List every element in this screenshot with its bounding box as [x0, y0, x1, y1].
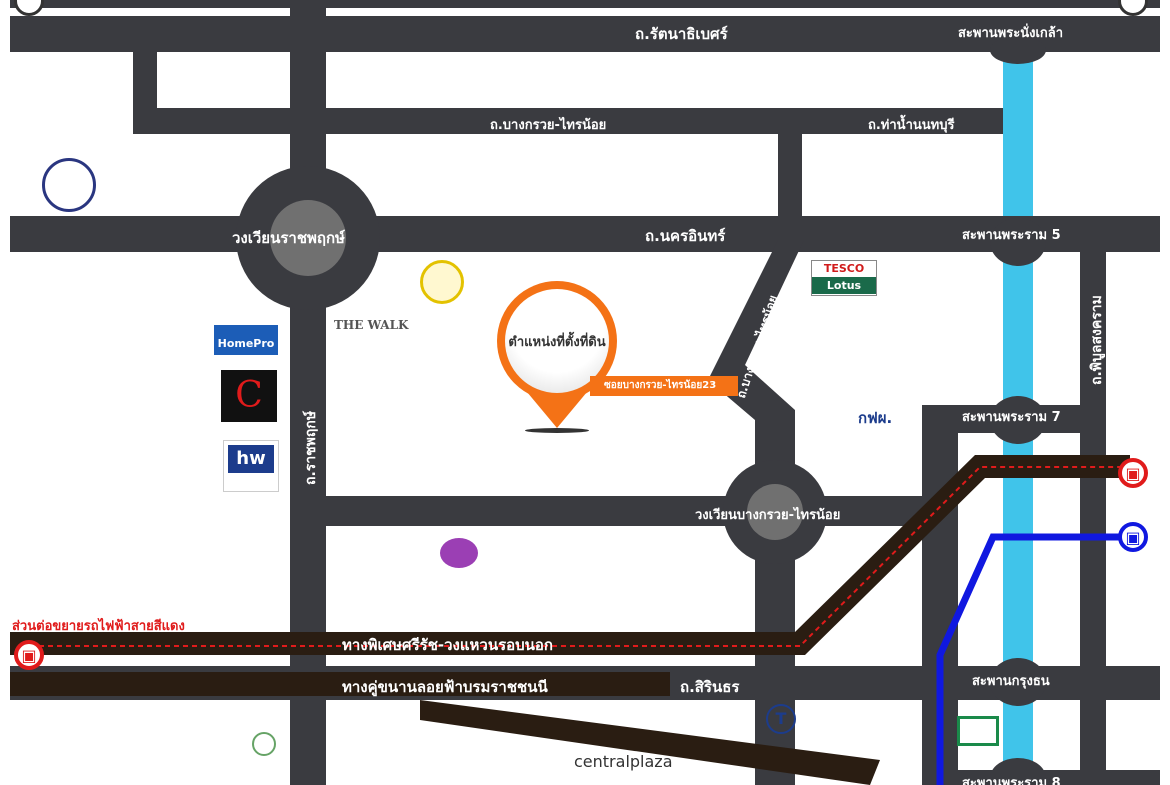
homepro-logo: HomePro: [214, 325, 278, 355]
label-ratchaphruek: ถ.ราชพฤกษ์: [303, 410, 319, 485]
expressway-outer-ring: [10, 455, 1130, 655]
road-bangkruai-sainoi-diagonal: [708, 240, 804, 480]
label-nakhon-in: ถ.นครอินทร์: [645, 227, 726, 245]
parallel-elevated-road: [10, 672, 670, 696]
tesco-lotus-logo: TESCO Lotus: [811, 260, 877, 296]
blue-line: [936, 533, 1125, 785]
pin-tip: [527, 392, 587, 428]
label-phibun-songkhram: ถ.พิบูลสงคราม: [1089, 295, 1105, 385]
hw-logo: hw: [223, 440, 279, 492]
station-logo: [957, 716, 999, 746]
soi-label: ซอยบางกรวย-ไทรน้อย23: [590, 376, 738, 396]
red-line-train-icon-left: ▣: [14, 640, 44, 670]
kindergarten-logo: [42, 158, 96, 212]
school-logo: [420, 260, 464, 304]
label-bridge-rama5: สะพานพระราม 5: [962, 228, 1061, 243]
pin-label: ตำแหน่งที่ตั้งที่ดิน: [508, 334, 606, 350]
pin-shadow: [525, 428, 589, 433]
label-bridge-rama7: สะพานพระราม 7: [962, 410, 1061, 425]
road-bangkruai-sainoi-upper: [133, 108, 1003, 134]
central-plaza-logo: centralplaza: [574, 752, 673, 771]
label-bangkruai-sainoi: ถ.บางกรวย-ไทรน้อย: [490, 118, 607, 133]
label-bridge-rama8: สะพานพระราม 8: [962, 776, 1061, 785]
t-logo: T: [766, 704, 796, 734]
bangkok-hospital-logo: [960, 505, 998, 519]
road-rattanathibet: [10, 16, 1160, 52]
label-sirindhorn: ถ.สิรินธร: [680, 678, 740, 696]
hospital-logo: [440, 538, 478, 568]
label-bridge-krung-thon: สะพานกรุงธน: [972, 674, 1050, 689]
label-bridge-phra-nang-klao: สะพานพระนั่งเกล้า: [958, 26, 1064, 41]
road-nakhon-in: [10, 216, 1160, 252]
egat-logo: กฟผ.: [858, 409, 893, 427]
red-line-label: ส่วนต่อขยายรถไฟฟ้าสายสีแดง: [12, 619, 185, 634]
c-logo: C: [221, 370, 277, 422]
label-bangkruai-circle: วงเวียนบางกรวย-ไทรน้อย: [695, 508, 841, 523]
red-line-train-icon: ▣: [1118, 458, 1148, 488]
label-expressway: ทางพิเศษศรีรัช-วงแหวนรอบนอก: [342, 636, 554, 654]
road-top-edge: [10, 0, 1160, 8]
label-ratchaphruek-circle: วงเวียนราชพฤกษ์: [232, 229, 345, 247]
label-rattanathibet: ถ.รัตนาธิเบศร์: [635, 25, 728, 43]
the-walk-logo: THE WALK: [334, 318, 409, 332]
label-parallel-road: ทางคู่ขนานลอยฟ้าบรมราชชนนี: [342, 678, 548, 696]
label-tha-nam-nonthaburi: ถ.ท่าน้ำนนทบุรี: [868, 118, 955, 133]
the-circle-logo: [252, 732, 276, 756]
blue-line-train-icon: ▣: [1118, 522, 1148, 552]
